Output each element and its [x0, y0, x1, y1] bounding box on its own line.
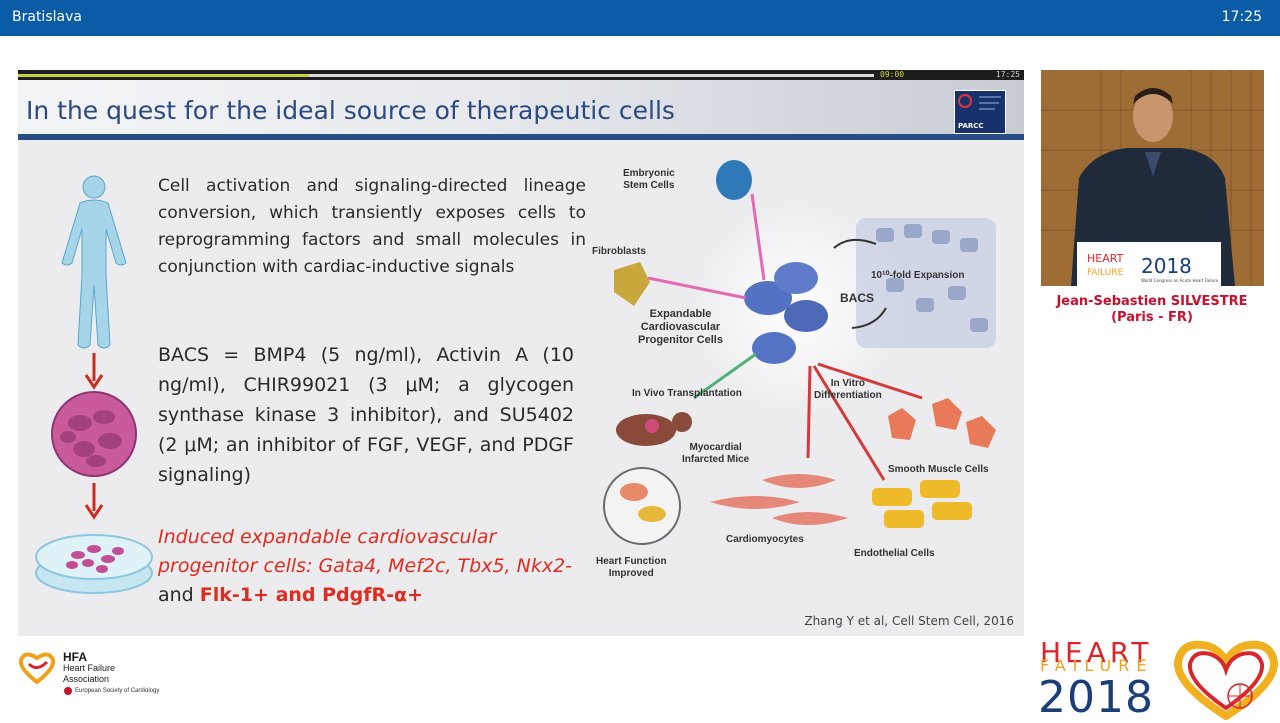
bacs-figure — [603, 160, 996, 545]
result-and: and — [158, 584, 200, 606]
smooth-muscle-cells-icon — [888, 398, 996, 448]
label-mice: Myocardial Infarcted Mice — [682, 442, 750, 465]
down-arrow-icon — [84, 353, 104, 390]
clock: 17:25 — [1221, 9, 1262, 25]
label-heart-function: Heart Function Improved — [596, 556, 667, 579]
hfa-heart-icon — [18, 652, 56, 685]
progenitor-cells — [744, 262, 828, 364]
embryonic-stem-cell-icon — [716, 160, 752, 200]
result-statement: Induced expandable cardiovascular progen… — [158, 523, 578, 610]
speaker-caption: Jean-Sebastien SILVESTRE (Paris - FR) — [1040, 294, 1264, 326]
label-in-vitro: In Vitro Differentiation — [814, 378, 882, 401]
parcc-logo-text: PARCC — [958, 122, 984, 130]
mouse-icon — [616, 412, 692, 446]
endothelial-cells-icon — [872, 480, 972, 528]
hfa-title: HFA — [63, 650, 87, 664]
parcc-logo: PARCC — [954, 90, 1006, 134]
esc-icon — [64, 687, 72, 695]
total-time: 17:25 — [995, 70, 1020, 79]
label-bacs: BACS — [840, 291, 875, 305]
cardiomyocytes-icon — [710, 474, 848, 525]
label-endothelial: Endothelial Cells — [854, 548, 935, 559]
slide-header: In the quest for the ideal source of the… — [18, 80, 1024, 138]
fibroblast-icon — [614, 262, 650, 306]
parcc-heart-icon — [958, 94, 1001, 110]
hfa-line2: Association — [63, 674, 110, 684]
podium-sub: World Congress on Acute Heart Failure — [1141, 278, 1219, 283]
label-cardiomyocytes: Cardiomyocytes — [726, 534, 804, 545]
label-progenitor: Expandable Cardiovascular Progenitor Cel… — [638, 308, 723, 346]
human-figure-icon — [61, 175, 127, 349]
method-description: Cell activation and signaling-directed l… — [158, 176, 586, 277]
esc-label: European Society of Cardiology — [75, 688, 160, 694]
elapsed-time: 09:00 — [880, 70, 905, 79]
top-bar: Bratislava 17:25 — [0, 0, 1280, 36]
expansion-cells — [856, 218, 996, 348]
header-rule — [18, 134, 1024, 140]
podium-failure: FAILURE — [1087, 268, 1124, 278]
citation: Zhang Y et al, Cell Stem Cell, 2016 — [804, 614, 1014, 628]
podium-heart: HEART — [1087, 252, 1124, 265]
hfa-line1: Heart Failure — [63, 663, 116, 673]
cell-cluster-icon — [51, 391, 137, 477]
playback-progress[interactable]: 09:00 17:25 — [18, 70, 1024, 80]
label-embryonic: Embryonic Stem Cells — [623, 168, 675, 191]
vienna-heart-icon — [1173, 640, 1278, 720]
label-smooth-muscle: Smooth Muscle Cells — [888, 464, 989, 475]
speaker-affiliation: (Paris - FR) — [1111, 310, 1193, 325]
speaker-video: HEART FAILURE 2018 World Congress on Acu… — [1041, 70, 1264, 286]
reprogramming-illustration — [35, 175, 153, 594]
slide-title: In the quest for the ideal source of the… — [26, 96, 675, 125]
hf2018-year: 2018 — [1038, 672, 1154, 723]
podium-sign: HEART FAILURE 2018 World Congress on Acu… — [1077, 242, 1221, 286]
progress-track — [309, 74, 874, 77]
heart-function-icon — [603, 467, 681, 545]
progress-fill — [18, 74, 309, 77]
bacs-definition: BACS = BMP4 (5 ng/ml), Activin A (10 ng/… — [158, 344, 574, 486]
speaker-name: Jean-Sebastien SILVESTRE — [1056, 294, 1248, 309]
label-expansion: 10¹⁰-fold Expansion — [871, 270, 965, 281]
speaker-video-frame: HEART FAILURE 2018 World Congress on Acu… — [1041, 70, 1264, 286]
presentation-slide: 09:00 17:25 In the quest for the ideal s… — [18, 70, 1024, 636]
label-fibroblasts: Fibroblasts — [592, 246, 646, 257]
location-label: Bratislava — [12, 9, 82, 25]
result-markers: Flk-1+ and PdgfR-α+ — [199, 584, 424, 606]
arrows — [647, 193, 923, 481]
podium-year: 2018 — [1141, 254, 1192, 278]
hf2018-failure: FAILURE — [1040, 656, 1154, 675]
petri-dish-icon — [35, 534, 153, 594]
hf2018-logo: HEART FAILURE 2018 — [1036, 636, 1280, 723]
hf2018-heart: HEART — [1040, 636, 1153, 669]
result-italic: Induced expandable cardiovascular progen… — [158, 526, 573, 577]
label-in-vivo: In Vivo Transplantation — [632, 388, 742, 399]
down-arrow-icon — [84, 483, 104, 520]
